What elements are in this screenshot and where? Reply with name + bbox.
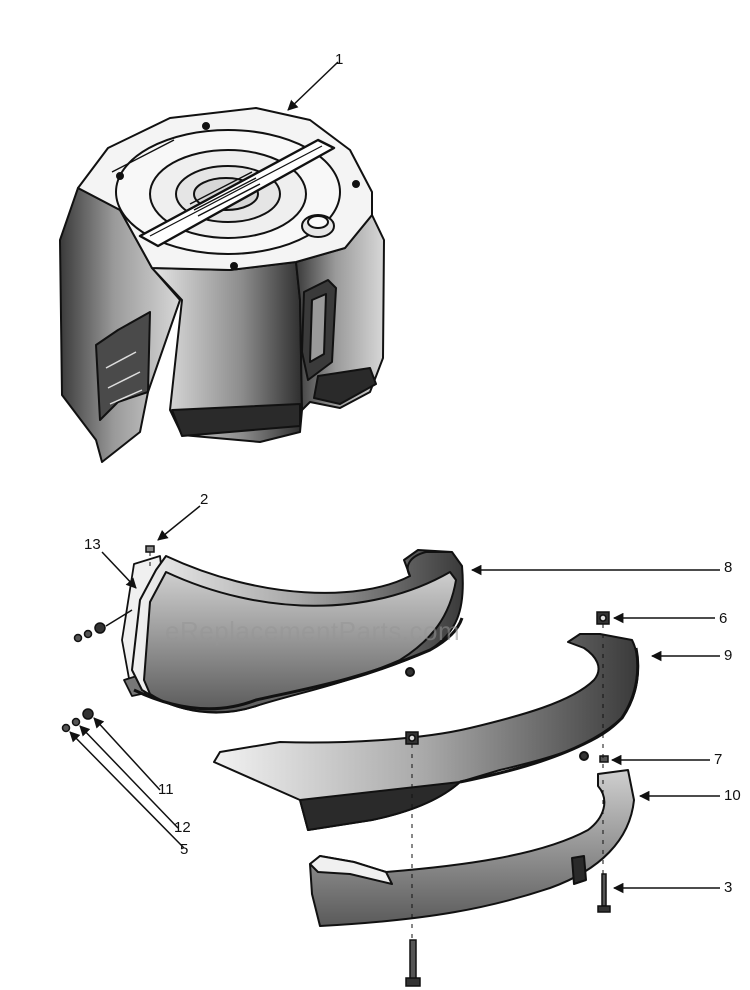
part-label-3: 3 xyxy=(724,879,733,896)
part-label-12: 12 xyxy=(174,819,191,836)
part-label-13: 13 xyxy=(84,536,101,553)
hood-cover-part-1 xyxy=(59,107,385,463)
part-label-1: 1 xyxy=(335,51,344,68)
part-label-7: 7 xyxy=(714,751,723,768)
part-label-6: 6 xyxy=(719,610,728,627)
part-label-2: 2 xyxy=(200,491,209,508)
hardware xyxy=(61,545,611,987)
part-label-9: 9 xyxy=(724,647,733,664)
part-label-5: 5 xyxy=(180,841,189,858)
part-label-10: 10 xyxy=(724,787,741,804)
leader-lines xyxy=(69,61,720,894)
mid-trim-part-9 xyxy=(213,633,640,831)
lower-trim-part-10 xyxy=(309,769,635,927)
watermark: eReplacementParts.com xyxy=(165,616,461,646)
part-label-11: 11 xyxy=(158,781,174,798)
part-label-8: 8 xyxy=(724,559,733,576)
front-trim-part-8 xyxy=(131,549,464,714)
